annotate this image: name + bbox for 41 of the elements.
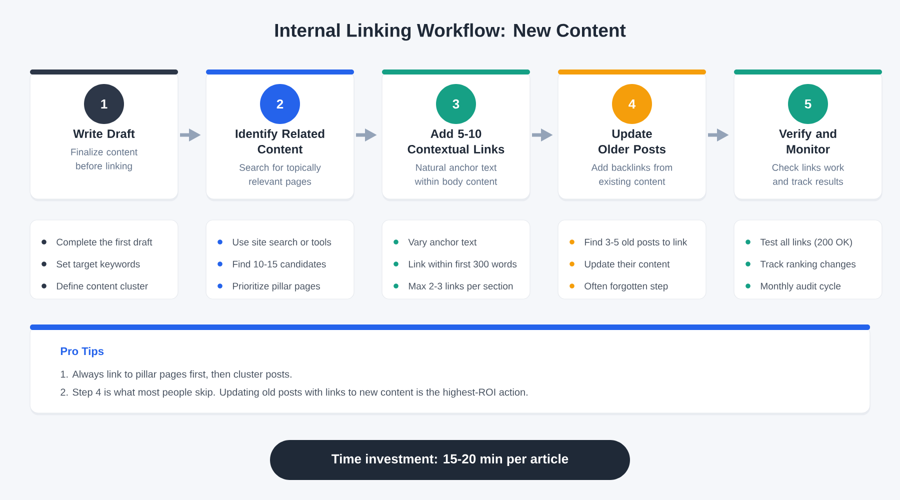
tip-text: 2. Step 4 is what most people skip. Updating old posts with links to new content is the highest-ROI action. xyxy=(60,388,528,398)
card-description: Add backlinks from existing content xyxy=(591,164,672,187)
step-card xyxy=(30,70,178,202)
list-item: Define content cluster xyxy=(57,282,148,290)
list-item: Often forgotten step xyxy=(584,282,668,292)
tips-heading: Pro Tips xyxy=(60,347,104,358)
list-item: Find 3-5 old posts to link xyxy=(584,238,688,248)
checklist-box xyxy=(382,220,530,300)
list-item: Find 10-15 candidates xyxy=(233,260,326,268)
checklist-box xyxy=(734,220,882,300)
checklist-box xyxy=(30,220,178,300)
step-card xyxy=(558,70,706,202)
card-title: Verify and Monitor xyxy=(779,129,836,154)
step-card xyxy=(734,70,882,202)
list-item: Update their content xyxy=(584,260,670,270)
list-item: Track ranking changes xyxy=(760,260,856,270)
list-item: Prioritize pillar pages xyxy=(233,282,320,292)
list-item: Set target keywords xyxy=(56,260,140,270)
card-description: Natural anchor text within body content xyxy=(414,164,498,187)
tips-panel xyxy=(30,324,870,416)
tip-text: 1. Always link to pillar pages first, then cluster posts. xyxy=(60,370,292,380)
card-description: Finalize content before linking xyxy=(71,148,138,172)
card-title: Update Older Posts xyxy=(598,129,666,154)
card-title: Add 5-10 Contextual Links xyxy=(408,129,504,154)
checklist-box xyxy=(558,220,706,300)
list-item: Vary anchor text xyxy=(408,238,477,248)
step-card xyxy=(206,70,354,202)
card-title: Write Draft xyxy=(73,129,135,138)
summary-pill: Time investment: 15-20 min per article xyxy=(270,440,630,480)
diagram-title: Internal Linking Workflow: New Content xyxy=(275,23,626,41)
list-item: Complete the first draft xyxy=(56,238,152,248)
card-description: Check links work and track results xyxy=(772,164,844,185)
checklist-box xyxy=(206,220,354,300)
card-title: Identify Related Content xyxy=(236,129,324,154)
list-item: Use site search or tools xyxy=(232,238,332,246)
list-item: Test all links (200 OK) xyxy=(760,238,852,248)
step-card xyxy=(382,70,530,202)
list-item: Max 2-3 links per section xyxy=(409,282,513,292)
card-description: Search for topically relevant pages xyxy=(240,164,321,187)
list-item: Link within first 300 words xyxy=(409,260,517,268)
list-item: Monthly audit cycle xyxy=(760,282,841,292)
